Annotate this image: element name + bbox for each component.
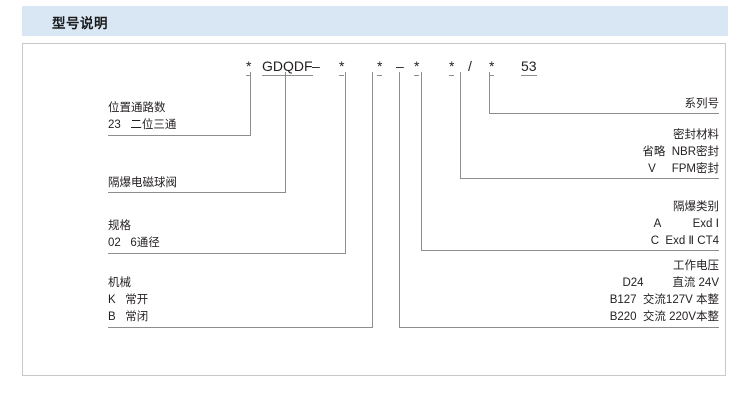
leader-hline-seal-material (460, 178, 719, 179)
label-working-voltage-line-0: 工作电压 (673, 260, 719, 272)
label-seal-material-line-0: 密封材料 (673, 129, 719, 141)
model-code: *GDQDF–**–**/*53 (244, 58, 564, 78)
label-mechanical: 机械 K 常开 B 常闭 (108, 275, 148, 326)
label-working-voltage-line-2: B127 交流127V 本整 (609, 294, 719, 306)
label-position-channel-line-1: 23 二位三通 (108, 119, 177, 131)
label-mechanical-line-1: K 常开 (108, 294, 149, 306)
leader-vline-working-voltage (399, 72, 400, 327)
leader-vline-valve-type (285, 72, 286, 192)
leader-vline-position-channel (250, 72, 251, 135)
label-seal-material-line-1: 省略 NBR密封 (642, 146, 719, 158)
model-code-segment-8: / (468, 58, 472, 74)
label-series-number: 系列号 (519, 96, 720, 113)
leader-vline-mechanical (372, 72, 373, 327)
label-specification: 规格 02 6通径 (108, 218, 160, 252)
leader-hline-mechanical (108, 327, 373, 328)
leader-hline-working-voltage (399, 327, 719, 328)
model-code-segment-1: GDQDF (262, 58, 313, 76)
model-code-segment-10: 53 (521, 58, 537, 76)
label-working-voltage: 工作电压 D24 直流 24V B127 交流127V 本整 B220 交流 2… (499, 258, 719, 326)
label-specification-line-1: 02 6通径 (108, 237, 160, 249)
label-series-number-line-0: 系列号 (684, 98, 720, 110)
leader-vline-seal-material (460, 72, 461, 178)
label-valve-type-line-0: 隔爆电磁球阀 (108, 177, 177, 189)
leader-vline-specification (345, 72, 346, 253)
page-title: 型号说明 (52, 16, 108, 31)
leader-hline-valve-type (108, 192, 286, 193)
model-code-segment-6: * (414, 58, 420, 76)
leader-vline-series-number (489, 72, 490, 113)
label-explosion-proof-line-2: C Exd Ⅱ CT4 (650, 235, 719, 247)
model-code-segment-9: * (489, 58, 495, 76)
model-code-segment-0: * (246, 58, 252, 76)
label-explosion-proof-line-0: 隔爆类别 (673, 201, 719, 213)
model-code-segment-2: – (312, 58, 320, 74)
label-mechanical-line-0: 机械 (108, 277, 131, 289)
label-seal-material: 密封材料 省略 NBR密封 V FPM密封 (519, 127, 719, 178)
label-working-voltage-line-3: B220 交流 220V本整 (609, 311, 719, 323)
model-code-segment-4: * (377, 58, 383, 76)
diagram-panel (22, 43, 726, 376)
label-valve-type: 隔爆电磁球阀 (108, 175, 177, 192)
model-code-segment-3: * (339, 58, 345, 76)
label-working-voltage-line-1: D24 直流 24V (622, 277, 719, 289)
model-code-segment-7: * (449, 58, 455, 76)
label-explosion-proof-class: 隔爆类别 A Exd Ⅰ C Exd Ⅱ CT4 (519, 199, 719, 250)
label-specification-line-0: 规格 (108, 220, 131, 232)
leader-hline-series-number (489, 113, 719, 114)
leader-hline-explosion-proof (421, 250, 719, 251)
label-position-channel: 位置通路数 23 二位三通 (108, 100, 176, 134)
leader-vline-explosion-proof (421, 72, 422, 250)
leader-hline-position-channel (108, 135, 251, 136)
label-explosion-proof-line-1: A Exd Ⅰ (653, 218, 719, 230)
leader-hline-specification (108, 253, 346, 254)
label-seal-material-line-2: V FPM密封 (648, 163, 719, 175)
model-code-segment-5: – (396, 58, 404, 74)
section-header-bar (22, 6, 728, 36)
label-position-channel-line-0: 位置通路数 (108, 102, 166, 114)
label-mechanical-line-2: B 常闭 (108, 311, 149, 323)
